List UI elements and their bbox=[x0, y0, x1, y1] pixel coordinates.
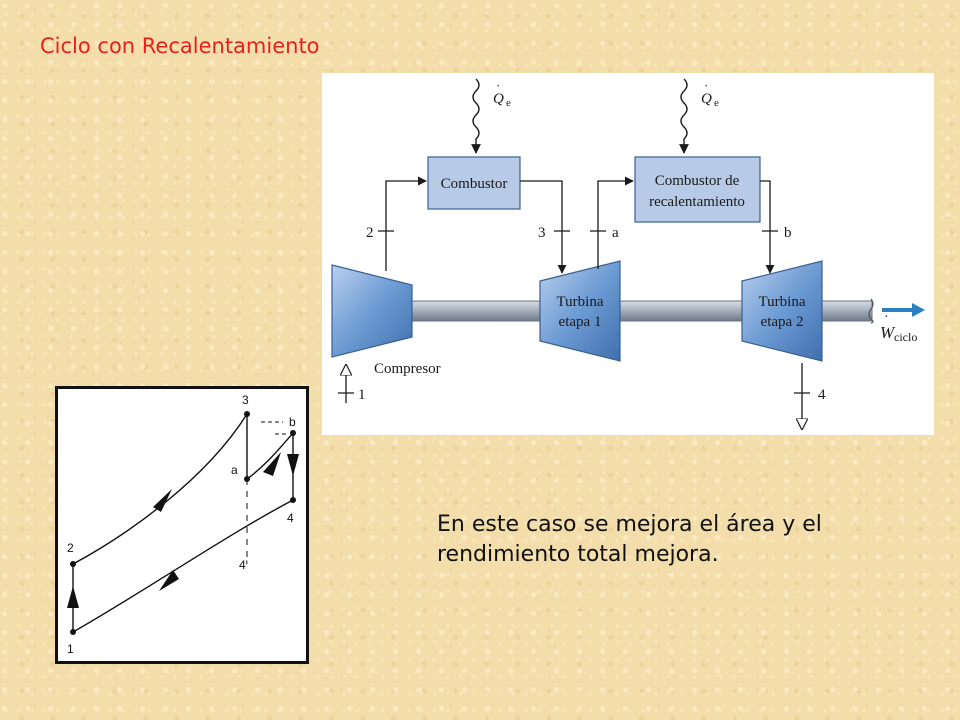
heat-input-1-dot: · bbox=[496, 78, 500, 93]
slide-title: Ciclo con Recalentamiento bbox=[40, 34, 320, 58]
ts-label-3: 3 bbox=[242, 393, 249, 407]
state-label-1: 1 bbox=[358, 387, 366, 403]
work-dot: · bbox=[884, 310, 889, 325]
combustor-box bbox=[427, 156, 521, 210]
reheater-label-line1: Combustor de bbox=[655, 173, 740, 189]
reheater-box bbox=[634, 156, 761, 223]
ts-diagram: 1 2 3 a b 4 4' bbox=[55, 386, 309, 664]
state-label-2: 2 bbox=[366, 225, 374, 241]
ts-dashed-marks bbox=[261, 421, 287, 435]
work-arrow-head-icon bbox=[912, 303, 925, 317]
work-subscript: ciclo bbox=[894, 330, 917, 344]
ts-label-b: b bbox=[289, 415, 296, 429]
turbine-stage-1 bbox=[539, 260, 621, 362]
compressor bbox=[331, 264, 413, 358]
flow-turbine1-to-reheater bbox=[597, 176, 634, 269]
reheat-cycle-schematic: W ciclo · Compresor Turbina etapa 1 Turb… bbox=[322, 73, 934, 435]
ts-label-4prime: 4' bbox=[239, 558, 248, 572]
flow-combustor-to-turbine1 bbox=[520, 180, 567, 274]
combustor-label: Combustor bbox=[441, 176, 508, 192]
ts-arrow-4-1-icon bbox=[159, 570, 179, 591]
ts-point-3 bbox=[244, 411, 250, 417]
reheater-label-line2: recalentamiento bbox=[649, 194, 745, 210]
shaft-break-icon bbox=[868, 298, 874, 324]
heat-input-2-wave bbox=[679, 78, 689, 154]
ts-label-2: 2 bbox=[67, 541, 74, 555]
ts-arrow-up-icon bbox=[67, 586, 79, 608]
ts-arrow-down-icon bbox=[287, 454, 299, 476]
turbine-1-label-line2: etapa 1 bbox=[559, 314, 602, 330]
ts-point-2 bbox=[70, 561, 76, 567]
ts-label-4: 4 bbox=[287, 511, 294, 525]
ts-label-1: 1 bbox=[67, 642, 74, 656]
state-ticks bbox=[338, 230, 810, 394]
turbine-2-label-line1: Turbina bbox=[759, 294, 806, 310]
ts-point-b bbox=[290, 430, 296, 436]
heat-input-1-subscript: e bbox=[506, 97, 511, 109]
turbine-stage-2 bbox=[741, 260, 823, 362]
ts-process-a-b bbox=[246, 432, 294, 480]
heat-input-2-subscript: e bbox=[714, 97, 719, 109]
body-text: En este caso se mejora el área y el rend… bbox=[437, 512, 822, 567]
state-label-a: a bbox=[612, 225, 619, 241]
heat-input-1-label: Q bbox=[493, 91, 504, 107]
compressor-label: Compresor bbox=[374, 361, 441, 377]
ts-process-4-1 bbox=[72, 499, 294, 633]
ts-frame bbox=[55, 386, 309, 664]
ts-point-4 bbox=[290, 497, 296, 503]
flow-2-to-combustor bbox=[385, 176, 427, 271]
turbine-2-label-line2: etapa 2 bbox=[761, 314, 804, 330]
ts-point-a bbox=[244, 476, 250, 482]
flow-reheater-to-turbine2 bbox=[760, 180, 775, 274]
heat-input-1-wave bbox=[471, 78, 481, 154]
heat-input-2-label: Q bbox=[701, 91, 712, 107]
work-label: W bbox=[880, 323, 896, 342]
heat-input-2-dot: · bbox=[704, 78, 708, 93]
state-label-4: 4 bbox=[818, 387, 826, 403]
turbine-1-label-line1: Turbina bbox=[557, 294, 604, 310]
state-label-b: b bbox=[784, 225, 792, 241]
state-label-3: 3 bbox=[538, 225, 546, 241]
ts-arrow-2-3-icon bbox=[153, 489, 172, 512]
ts-point-1 bbox=[70, 629, 76, 635]
ts-arrow-a-b-icon bbox=[263, 452, 281, 476]
ts-label-a: a bbox=[231, 463, 238, 477]
